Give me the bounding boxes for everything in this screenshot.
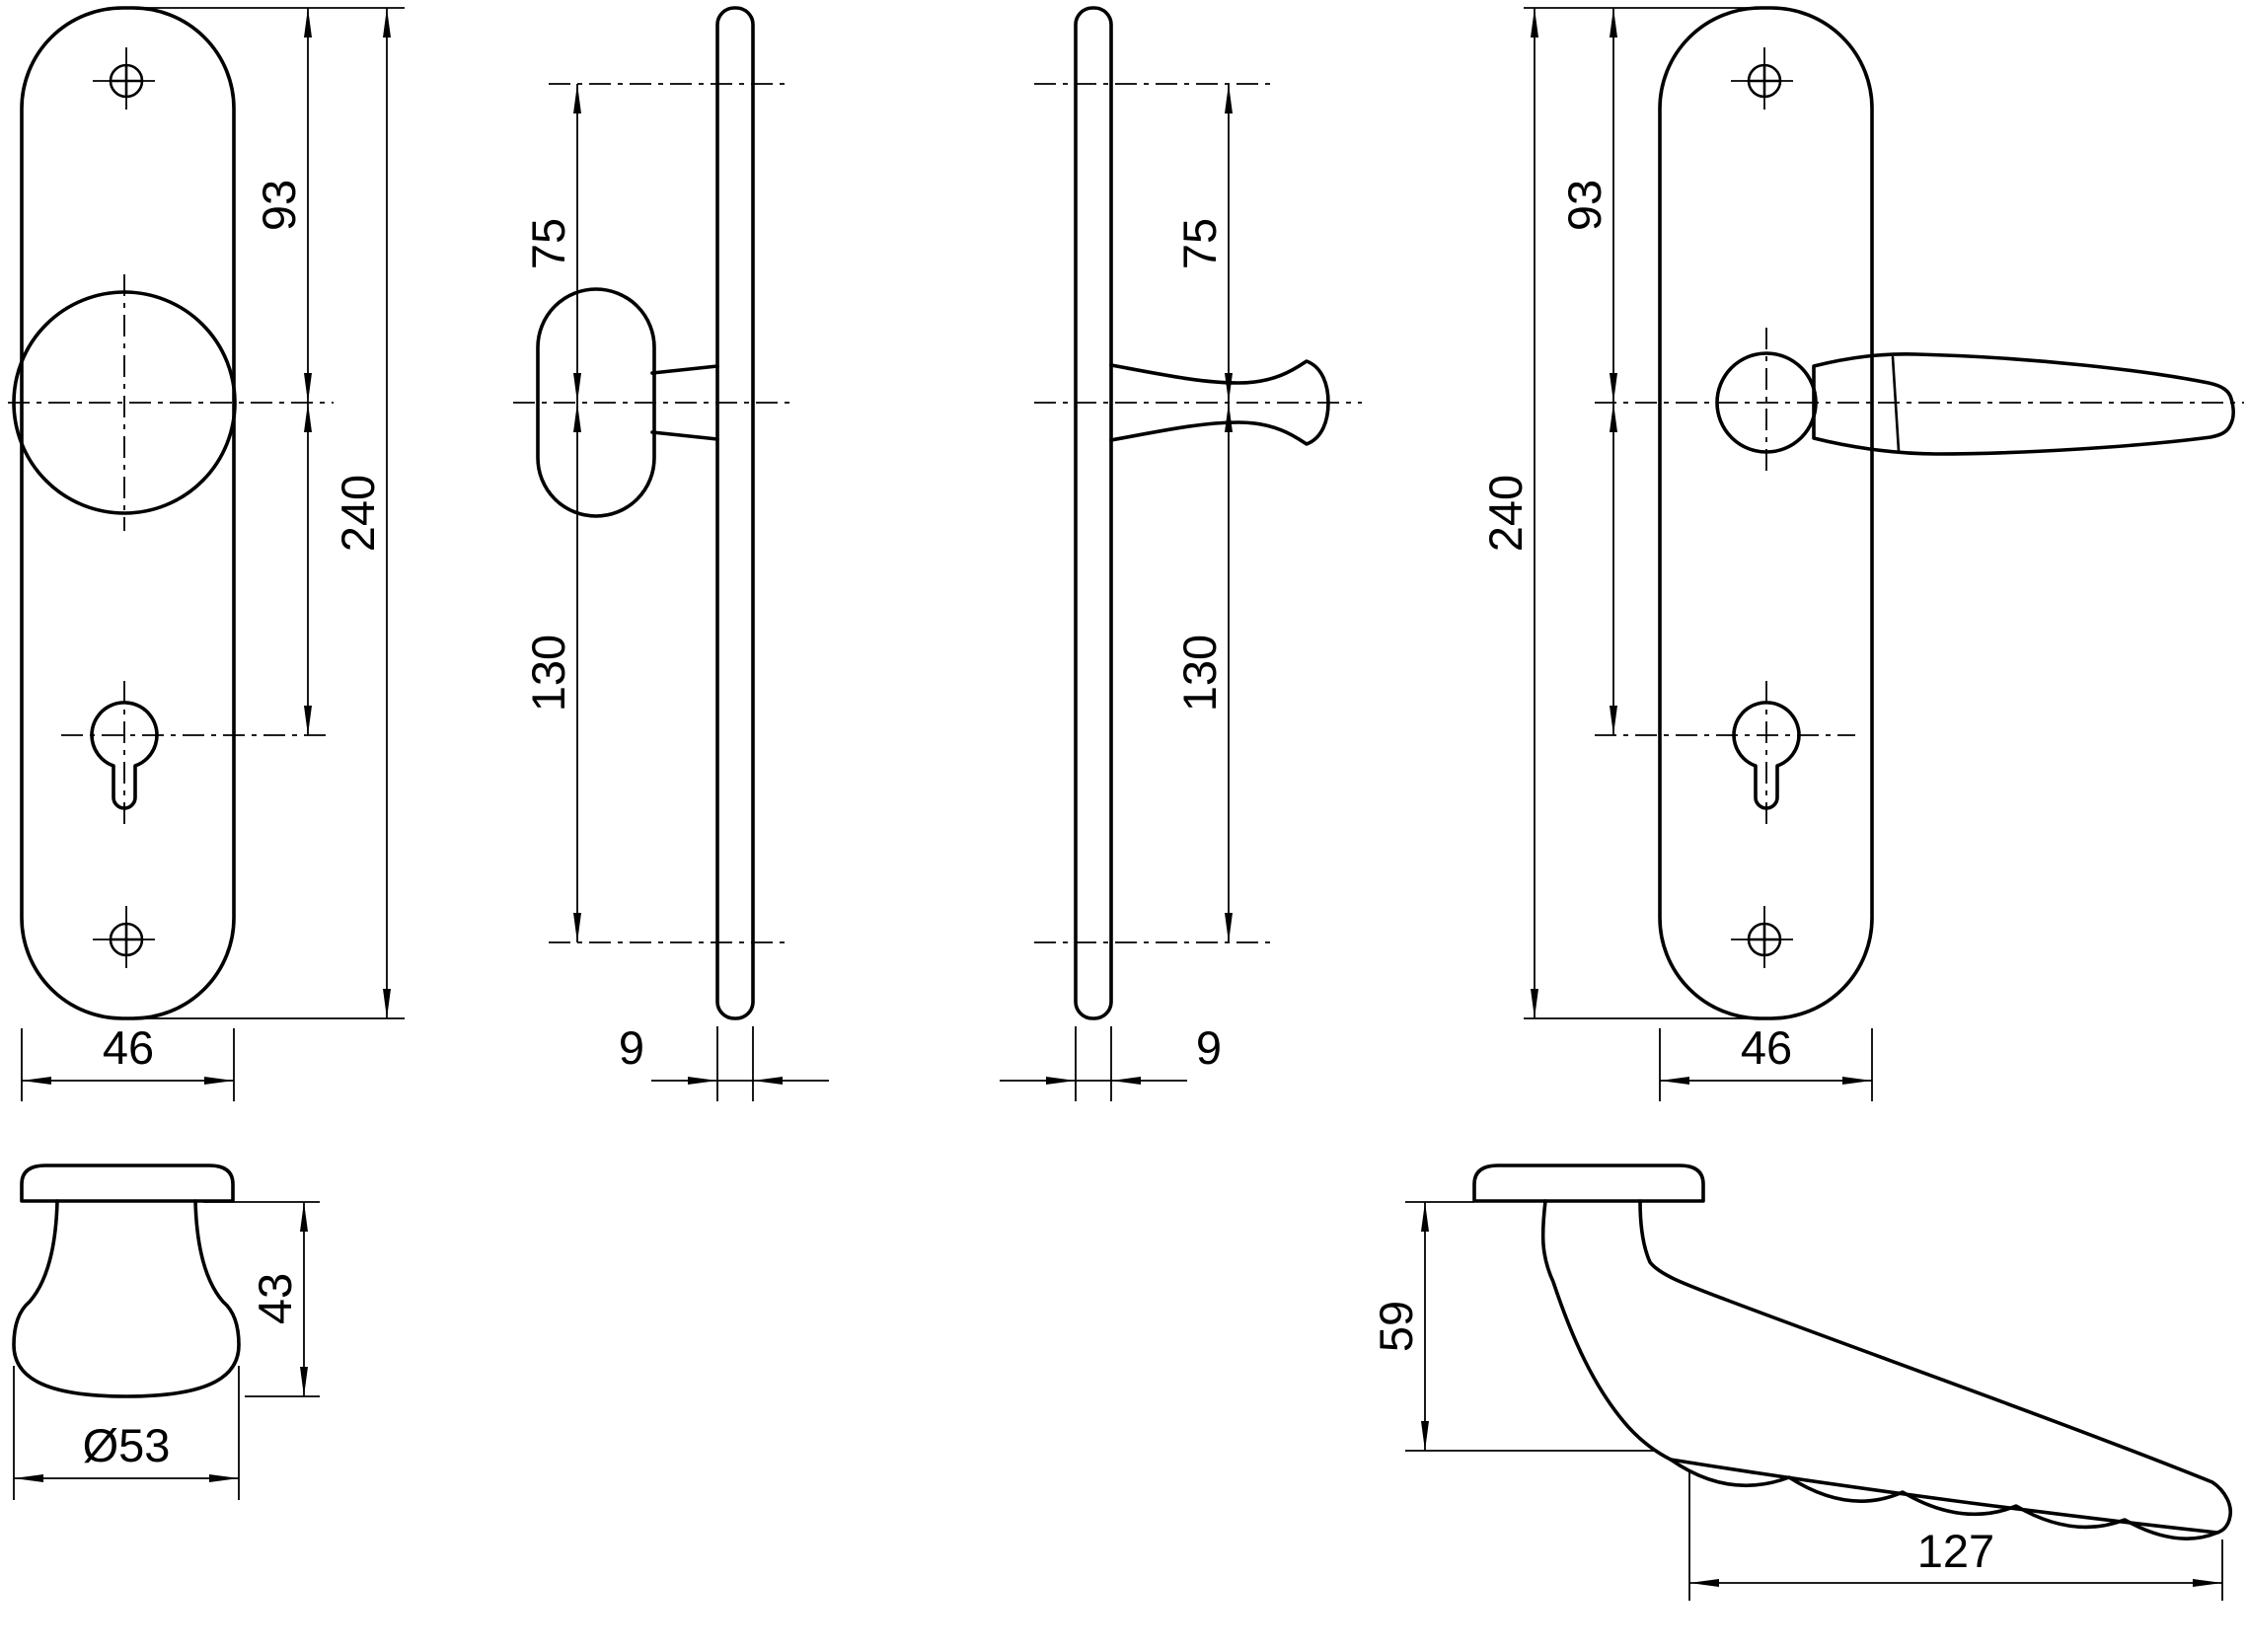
dimension-lines — [1405, 1201, 2223, 1601]
centerlines — [1034, 83, 1362, 943]
centerlines — [513, 83, 791, 943]
lever-centerlines — [1595, 328, 2244, 478]
knob-body-profile — [12, 1199, 241, 1398]
dim-label-screw-to-axis: 75 — [1173, 218, 1226, 269]
screw-bottom — [1731, 906, 1798, 973]
dimension-lines — [21, 7, 405, 1101]
lever-grip-scallops — [1669, 1458, 2219, 1540]
lever-handle-front — [1812, 352, 2235, 456]
backplate-side-profile — [715, 6, 755, 1020]
screw-top — [93, 47, 160, 114]
dim-label-axis-to-screw: 130 — [522, 635, 574, 712]
view-lever-plate-front: 93 240 46 — [1479, 6, 2244, 1101]
view-knob-plate-front: 93 240 46 — [8, 6, 405, 1101]
pz-cylinder-cutout — [1595, 681, 1855, 829]
screw-top — [1731, 47, 1798, 114]
dimension-lines — [573, 84, 829, 1101]
dim-label-lever-length: 127 — [1917, 1525, 1994, 1577]
dim-label-thickness: 9 — [1196, 1021, 1222, 1074]
lever-neck-joint-line — [1891, 355, 1901, 453]
view-knob-profile: 43 Ø53 — [12, 1164, 320, 1500]
backplate-side-profile — [1074, 6, 1113, 1020]
dim-label-total-height: 240 — [1479, 475, 1532, 552]
view-knob-plate-side: 75 130 9 — [513, 6, 829, 1101]
screw-bottom — [93, 906, 160, 973]
dim-label-axis-to-screw: 130 — [1173, 635, 1226, 712]
knob-rose-cap — [20, 1164, 235, 1203]
dim-label-knob-diameter: Ø53 — [83, 1419, 171, 1471]
dim-label-plate-width: 46 — [103, 1021, 154, 1074]
backplate-outline — [20, 6, 236, 1020]
view-lever-plate-side: 75 130 9 — [1000, 6, 1362, 1101]
lever-body-profile — [1540, 1199, 2232, 1535]
backplate-outline — [1658, 6, 1874, 1020]
pz-cylinder-cutout — [61, 681, 328, 829]
dim-label-top-to-axis: 93 — [1558, 180, 1610, 231]
knob-stem — [650, 364, 719, 441]
dim-label-plate-width: 46 — [1741, 1021, 1792, 1074]
lever-rose-cap — [1472, 1164, 1705, 1203]
dimension-lines — [1000, 84, 1233, 1101]
dim-label-screw-to-axis: 75 — [522, 218, 574, 269]
dimension-lines — [13, 1201, 320, 1500]
view-lever-profile: 59 127 — [1370, 1164, 2232, 1601]
dimension-lines — [1524, 7, 1873, 1101]
dim-label-total-height: 240 — [332, 475, 384, 552]
dim-label-knob-height: 43 — [249, 1273, 301, 1324]
dim-label-lever-drop: 59 — [1370, 1301, 1422, 1352]
knob-centerlines — [8, 274, 334, 531]
dim-label-thickness: 9 — [619, 1021, 644, 1074]
dim-label-top-to-axis: 93 — [253, 180, 305, 231]
